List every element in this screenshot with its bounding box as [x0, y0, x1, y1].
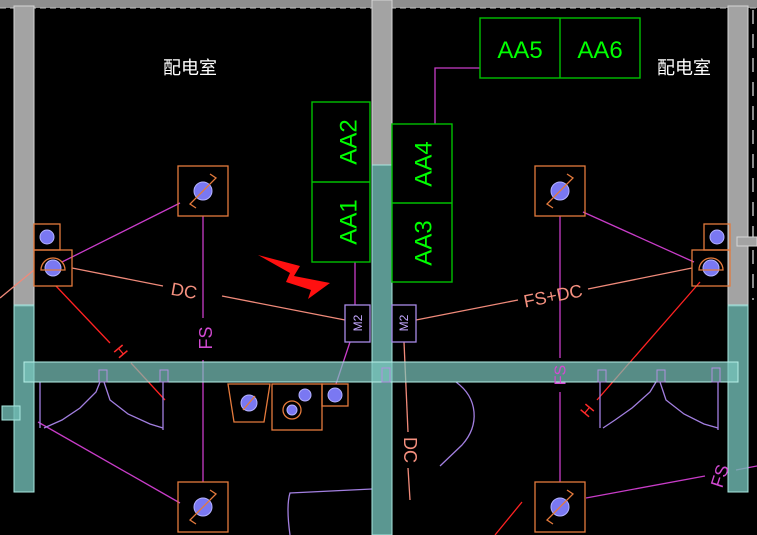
wire-bottom-red [494, 501, 523, 535]
smoke-detector-icon [545, 173, 575, 209]
panel-label-aa1: AA1 [336, 199, 363, 244]
circuit-label-center-dc: DC [400, 437, 420, 463]
panel-label-aa2: AA2 [336, 119, 363, 164]
smoke-detector-icon [188, 173, 218, 209]
wire-center-dc-b [407, 467, 411, 501]
circuit-label-left-h: H [110, 342, 130, 362]
panel-label-aa4: AA4 [411, 141, 438, 186]
wire-left-h-a [55, 285, 111, 344]
right-wall-stub [736, 236, 757, 247]
detector-small-center[interactable] [321, 383, 349, 407]
center-column [371, 164, 393, 535]
wire-left-dc-b [221, 295, 346, 321]
heat-detector-icon [282, 388, 312, 420]
smoke-detector-top-left[interactable] [177, 165, 229, 217]
wire-left-edge [0, 269, 35, 299]
smoke-detector-icon [327, 387, 343, 403]
wire-right-lower-a [585, 475, 706, 499]
wire-right-fsdc-a [415, 299, 519, 321]
smoke-detector-icon [39, 229, 55, 245]
horizontal-beam [23, 361, 739, 383]
left-fixture-a [43, 381, 101, 429]
panel-label-aa5: AA5 [497, 37, 542, 64]
panel-aa4-aa3[interactable]: AA4 AA3 [391, 123, 453, 283]
room-label-right: 配电室 [657, 58, 711, 79]
wire-left-dc-a [71, 267, 164, 287]
beam-fixture-ticks [98, 367, 721, 383]
smoke-detector-icon [240, 394, 258, 412]
wire-aa5-to-aa4 [434, 67, 480, 124]
wire-left-lower-diagonal [37, 421, 181, 504]
circuit-label-right-h: H [578, 401, 598, 421]
panel-label-aa6: AA6 [577, 37, 622, 64]
right-fixture-b [659, 381, 719, 429]
sounder-icon [40, 257, 66, 277]
left-fixture-b [103, 381, 164, 429]
smoke-detector-bottom-left[interactable] [177, 481, 229, 533]
detector-trapezoid[interactable] [227, 383, 271, 423]
right-wall [727, 5, 749, 307]
left-wall [13, 5, 35, 307]
dc-wiring [0, 267, 693, 501]
small-detector-left[interactable] [33, 249, 73, 287]
wire-right-fsdc-b [587, 267, 693, 290]
module-label-left: M2 [351, 314, 365, 331]
red-arrow-icon [258, 255, 330, 299]
circuit-label-right-fs-dc: FS+DC [522, 281, 584, 312]
smoke-detector-top-right[interactable] [534, 165, 586, 217]
sounder-icon [698, 257, 724, 277]
panel-label-aa3: AA3 [411, 220, 438, 265]
left-column [13, 304, 35, 493]
wire-left-detector-link [61, 202, 181, 263]
panel-aa5-aa6[interactable]: AA5 AA6 [479, 17, 641, 79]
fs-wiring [37, 67, 757, 504]
smoke-detector-bottom-right[interactable] [534, 481, 586, 533]
detector-double-circle[interactable] [271, 383, 323, 431]
small-detector-right-top[interactable] [703, 223, 731, 251]
smoke-detector-icon [709, 229, 725, 245]
smoke-detector-icon [188, 489, 218, 525]
right-column [727, 304, 749, 493]
circuit-label-left-dc: DC [169, 279, 198, 303]
module-m2-left[interactable]: M2 [344, 304, 371, 343]
circuit-label-right-fs: FS [553, 365, 570, 385]
right-fixture-a [602, 381, 657, 429]
center-toilet [439, 381, 475, 467]
smoke-detector-icon [545, 489, 575, 525]
wire-right-detector-link [582, 211, 695, 263]
wire-center-dc-a [403, 341, 409, 433]
small-detector-right[interactable] [691, 249, 731, 287]
panel-aa2-aa1[interactable]: AA2 AA1 [311, 101, 371, 263]
center-wall [371, 0, 393, 166]
left-edge-column-stub [1, 405, 21, 421]
circuit-label-left-fs: FS [196, 326, 216, 349]
room-label-left: 配电室 [163, 58, 217, 79]
module-label-right: M2 [397, 314, 411, 331]
module-m2-right[interactable]: M2 [391, 304, 417, 343]
small-detector-left-top[interactable] [33, 223, 61, 251]
bottom-fixture [287, 488, 373, 535]
fixtures [39, 381, 719, 535]
